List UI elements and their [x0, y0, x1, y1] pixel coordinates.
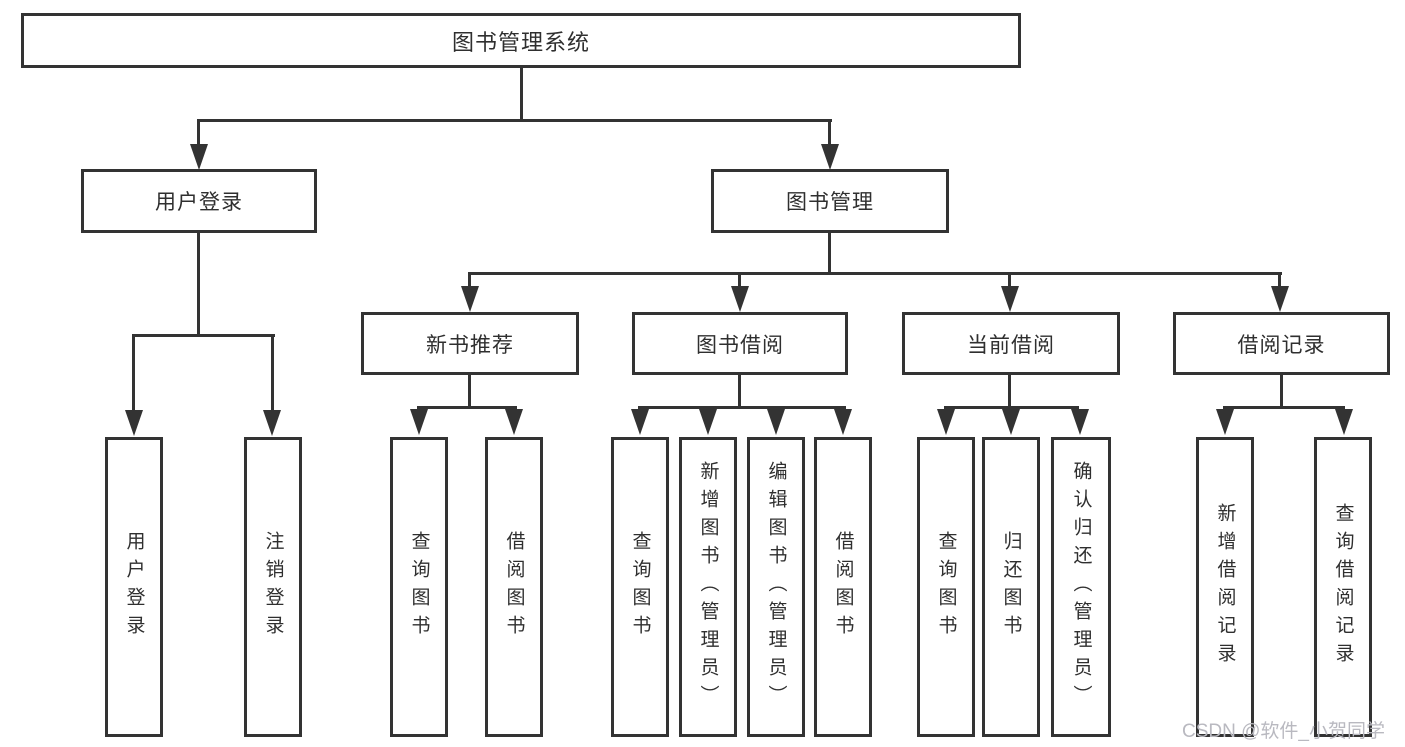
arrowhead-icon — [263, 410, 281, 436]
node-user-login-label: 用户登录 — [155, 191, 243, 214]
node-leaf-bb-add-books: 新增图书（管理员） — [679, 437, 737, 737]
node-leaf-cb-confirm-return-label: 确认归还（管理员） — [1070, 461, 1092, 713]
arrowhead-icon — [1335, 409, 1353, 435]
connector-bookmgmt-stem — [828, 233, 831, 274]
arrowhead-icon — [410, 409, 428, 435]
node-current-borrow-label: 当前借阅 — [967, 333, 1055, 357]
node-leaf-cb-query-books-label: 查询图书 — [935, 531, 957, 643]
connector-userlogin-stem — [197, 233, 200, 337]
node-leaf-nb-query-books-label: 查询图书 — [408, 531, 430, 643]
node-leaf-br-add-record-label: 新增借阅记录 — [1214, 503, 1236, 671]
arrowhead-icon — [767, 409, 785, 435]
arrowhead-icon — [461, 286, 479, 312]
node-leaf-br-add-record: 新增借阅记录 — [1196, 437, 1254, 737]
node-book-borrow: 图书借阅 — [632, 312, 848, 375]
node-leaf-bb-query-books-label: 查询图书 — [629, 531, 651, 643]
connector-bookmgmt-stub-2 — [738, 272, 741, 288]
connector-currentborrow-bar — [944, 406, 1079, 409]
node-borrow-records-label: 借阅记录 — [1237, 333, 1326, 357]
node-book-management: 图书管理 — [711, 169, 949, 233]
node-library-system: 图书管理系统 — [21, 13, 1021, 68]
node-leaf-user-login-label: 用户登录 — [123, 531, 145, 643]
connector-bookmgmt-bar — [468, 272, 1282, 275]
arrowhead-icon — [1071, 409, 1089, 435]
arrowhead-icon — [505, 409, 523, 435]
node-book-borrow-label: 图书借阅 — [696, 333, 784, 357]
connector-root-stub-left — [197, 119, 200, 146]
node-borrow-records: 借阅记录 — [1173, 312, 1390, 375]
connector-bookmgmt-stub-3 — [1008, 272, 1011, 288]
arrowhead-icon — [1271, 286, 1289, 312]
connector-borrowrecords-bar — [1223, 406, 1345, 409]
connector-bookborrow-stem — [738, 375, 741, 408]
node-leaf-nb-borrow-books: 借阅图书 — [485, 437, 543, 737]
arrowhead-icon — [1001, 286, 1019, 312]
node-leaf-bb-edit-books-label: 编辑图书（管理员） — [765, 461, 787, 713]
node-user-login: 用户登录 — [81, 169, 317, 233]
arrowhead-icon — [631, 409, 649, 435]
connector-userlogin-bar — [132, 334, 275, 337]
node-leaf-logout: 注销登录 — [244, 437, 302, 737]
arrowhead-icon — [699, 409, 717, 435]
node-leaf-cb-query-books: 查询图书 — [917, 437, 975, 737]
node-leaf-br-query-record: 查询借阅记录 — [1314, 437, 1372, 737]
connector-root-stem — [520, 68, 523, 122]
node-library-system-label: 图书管理系统 — [451, 29, 590, 55]
node-leaf-nb-query-books: 查询图书 — [390, 437, 448, 737]
node-leaf-bb-borrow-books: 借阅图书 — [814, 437, 872, 737]
connector-root-bar — [197, 119, 832, 122]
arrowhead-icon — [125, 410, 143, 436]
arrowhead-icon — [1002, 409, 1020, 435]
node-current-borrow: 当前借阅 — [902, 312, 1120, 375]
node-leaf-user-login: 用户登录 — [105, 437, 163, 737]
arrowhead-icon — [834, 409, 852, 435]
node-leaf-bb-edit-books: 编辑图书（管理员） — [747, 437, 805, 737]
connector-currentborrow-stem — [1008, 375, 1011, 408]
node-leaf-logout-label: 注销登录 — [262, 531, 284, 643]
arrowhead-icon — [731, 286, 749, 312]
connector-newbooks-stem — [468, 375, 471, 408]
node-leaf-cb-return-books-label: 归还图书 — [1000, 531, 1022, 643]
arrowhead-icon — [821, 144, 839, 170]
arrowhead-icon — [937, 409, 955, 435]
connector-bookmgmt-stub-4 — [1278, 272, 1281, 288]
connector-bookmgmt-stub-1 — [468, 272, 471, 288]
arrowhead-icon — [190, 144, 208, 170]
node-leaf-bb-add-books-label: 新增图书（管理员） — [697, 461, 719, 713]
connector-root-stub-right — [828, 119, 831, 146]
node-new-book-recommend-label: 新书推荐 — [426, 333, 514, 357]
node-new-book-recommend: 新书推荐 — [361, 312, 579, 375]
node-leaf-cb-return-books: 归还图书 — [982, 437, 1040, 737]
connector-userlogin-stub-1 — [132, 334, 135, 410]
node-leaf-bb-borrow-books-label: 借阅图书 — [832, 531, 854, 643]
node-leaf-br-query-record-label: 查询借阅记录 — [1332, 503, 1354, 671]
arrowhead-icon — [1216, 409, 1234, 435]
connector-userlogin-stub-2 — [271, 334, 274, 410]
node-leaf-nb-borrow-books-label: 借阅图书 — [503, 531, 525, 643]
node-book-management-label: 图书管理 — [786, 191, 874, 214]
connector-bookborrow-bar — [638, 406, 846, 409]
node-leaf-bb-query-books: 查询图书 — [611, 437, 669, 737]
connector-newbooks-bar — [417, 406, 517, 409]
connector-borrowrecords-stem — [1280, 375, 1283, 408]
node-leaf-cb-confirm-return: 确认归还（管理员） — [1051, 437, 1111, 737]
csdn-watermark: CSDN @软件_小贺同学 — [1182, 721, 1385, 742]
